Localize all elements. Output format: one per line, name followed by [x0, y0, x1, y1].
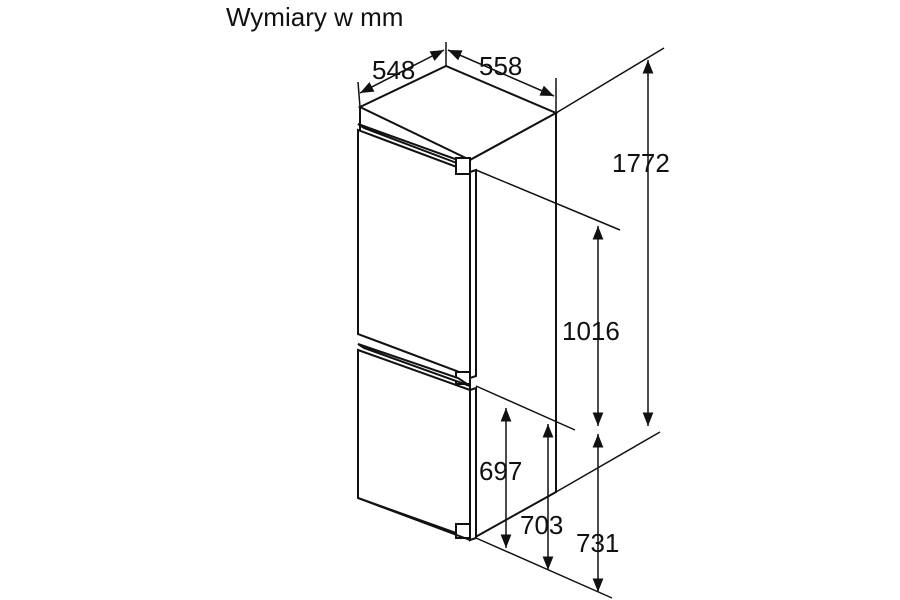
- dim-line-width: [447, 49, 555, 97]
- lower-door-edge: [469, 386, 477, 542]
- upper-hinge-icon: [455, 157, 471, 175]
- label-depth: 548: [372, 55, 415, 85]
- lower-door: [357, 343, 477, 542]
- dimension-lines: [359, 49, 654, 592]
- label-lower-door: 697: [479, 456, 522, 486]
- label-lower-total: 731: [576, 528, 619, 558]
- plinth-edge: [357, 497, 471, 541]
- dim-line-depth: [359, 49, 445, 94]
- upper-door-edge: [469, 168, 477, 380]
- upper-door: [357, 123, 477, 385]
- diagram-title: Wymiary w mm: [226, 2, 404, 32]
- label-lower-mid: 703: [520, 510, 563, 540]
- lower-door-top-lip: [357, 343, 471, 387]
- upper-door-front: [357, 128, 471, 378]
- label-upper-height: 1016: [562, 316, 620, 346]
- label-total-height: 1772: [612, 148, 670, 178]
- label-width: 558: [479, 51, 522, 81]
